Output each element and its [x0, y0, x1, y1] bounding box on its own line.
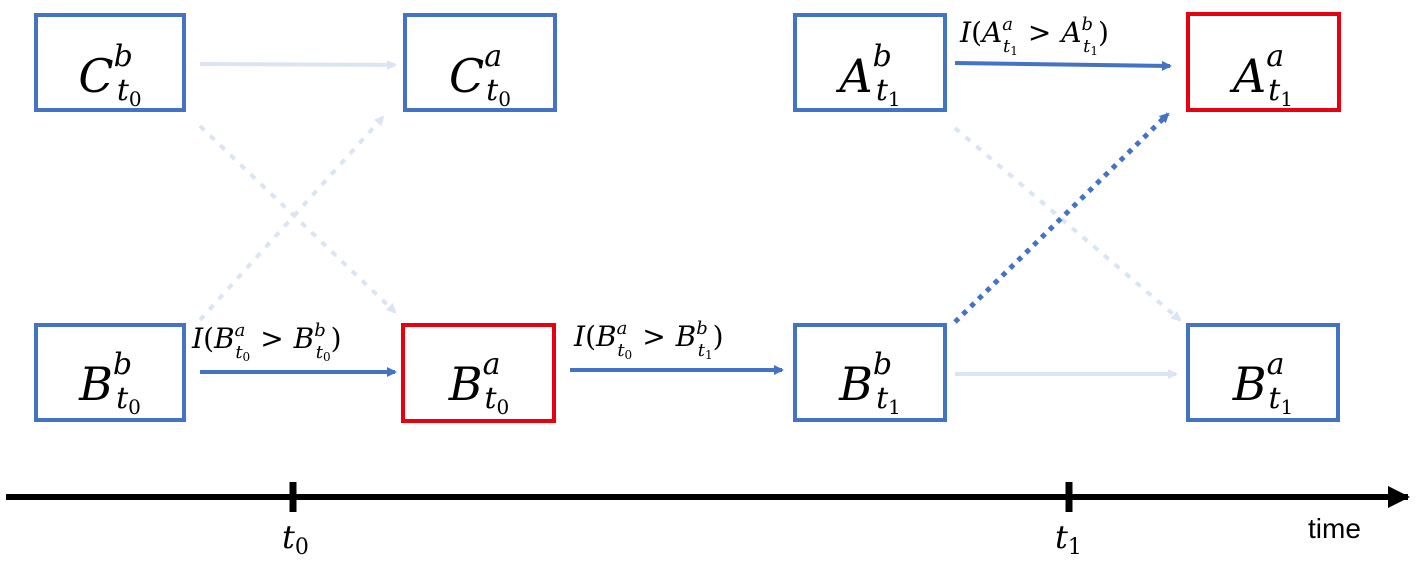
faint-edges [198, 59, 1182, 379]
node-box-b-before-t1 [793, 323, 947, 422]
edge-a-before-to-a-after-t1 [954, 60, 1172, 71]
node-box-c-before-t0 [34, 13, 186, 112]
timeline-tick-label-t1: t1 [1055, 518, 1082, 560]
timeline-label: time [1308, 513, 1361, 544]
node-box-b-before-t0 [34, 323, 186, 422]
node-box-c-after-t0 [403, 13, 557, 112]
strong-edges [200, 60, 1172, 377]
edge-c-before-to-b-after-t0 [198, 124, 397, 314]
node-boxes [34, 12, 1341, 423]
node-box-a-after-t1 [1186, 12, 1341, 112]
node-box-b-after-t0 [401, 323, 556, 423]
edge-b-before-to-c-after-t0 [198, 115, 385, 322]
edge-b-before-to-a-after-t1 [953, 112, 1170, 324]
node-box-b-after-t1 [1186, 323, 1340, 422]
timeline: t0 t1 time [6, 482, 1410, 560]
node-box-a-before-t1 [793, 13, 947, 112]
edge-c-before-to-c-after-t0 [199, 59, 397, 70]
timeline-tick-label-t0: t0 [282, 518, 309, 560]
